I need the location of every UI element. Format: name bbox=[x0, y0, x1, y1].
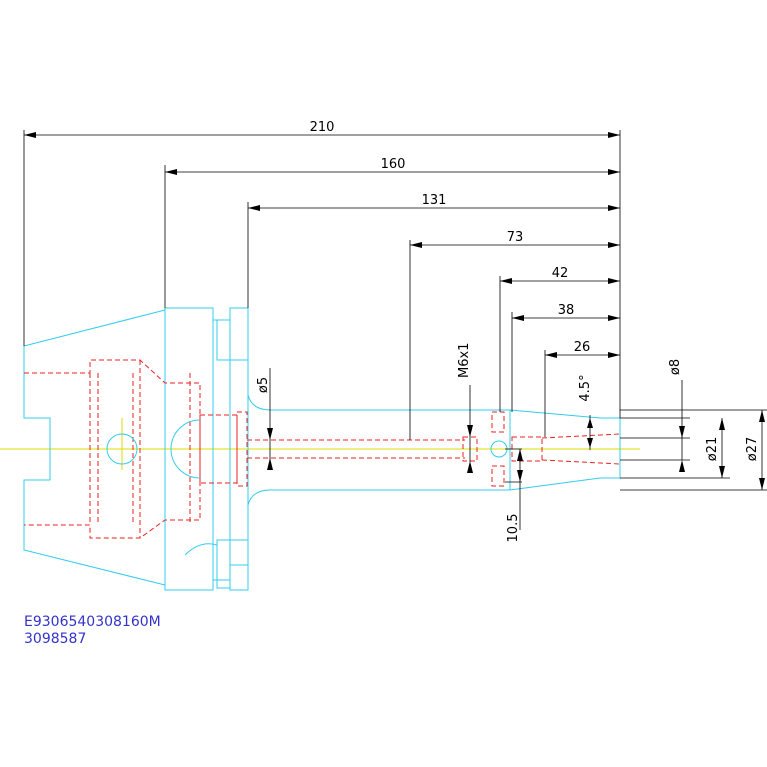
dim-42-label: 42 bbox=[552, 266, 569, 281]
dim-131 bbox=[248, 205, 620, 211]
taper-shank-outline bbox=[23, 309, 166, 586]
dim-26-label: 26 bbox=[574, 340, 591, 355]
dim-10-5-label: 10.5 bbox=[506, 514, 521, 543]
dim-10-5 bbox=[505, 448, 523, 530]
angle-label: 4.5° bbox=[578, 374, 593, 401]
thread-label: M6x1 bbox=[457, 343, 472, 378]
hidden-lines bbox=[24, 359, 621, 539]
dim-38-label: 38 bbox=[558, 303, 575, 318]
dia5-label: ø5 bbox=[256, 377, 271, 393]
dim-dia21 bbox=[719, 418, 725, 478]
dia21-label: ø21 bbox=[705, 437, 720, 462]
dim-dia5 bbox=[267, 368, 273, 470]
dim-dia8 bbox=[679, 380, 685, 472]
flange-outline bbox=[164, 307, 249, 591]
dim-210 bbox=[24, 132, 620, 138]
ball-arc bbox=[170, 419, 201, 479]
dim-73 bbox=[410, 242, 620, 248]
dim-210-label: 210 bbox=[310, 120, 335, 135]
dim-26 bbox=[545, 352, 620, 358]
part-number: 3098587 bbox=[24, 631, 87, 647]
cross-hole-circle bbox=[106, 433, 138, 465]
dim-dia27 bbox=[759, 410, 765, 490]
dim-thread bbox=[467, 385, 473, 473]
dim-angle bbox=[587, 415, 593, 450]
dim-160 bbox=[165, 169, 620, 175]
dim-131-label: 131 bbox=[422, 193, 447, 208]
extension-shaft-outline bbox=[247, 394, 621, 506]
dia8-label: ø8 bbox=[668, 359, 683, 375]
dim-42 bbox=[500, 278, 620, 284]
dim-38 bbox=[512, 315, 620, 321]
dim-160-label: 160 bbox=[381, 157, 406, 172]
dia27-label: ø27 bbox=[745, 437, 760, 462]
part-code: E9306540308160M bbox=[24, 614, 161, 630]
extension-lines bbox=[23, 130, 767, 491]
dim-73-label: 73 bbox=[507, 230, 524, 245]
